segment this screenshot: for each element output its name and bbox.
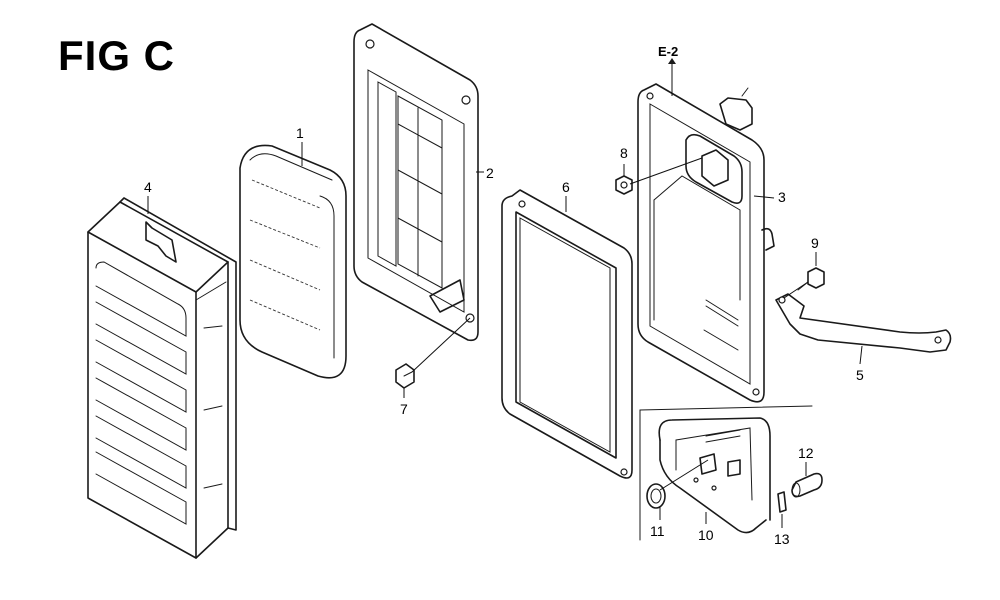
callout-1: 1 (296, 125, 304, 141)
air-cleaner-base-part-3 (637, 83, 775, 403)
callout-8: 8 (620, 145, 628, 161)
callout-3: 3 (778, 189, 786, 205)
bolt-part-9 (797, 267, 825, 291)
gasket-part-6 (501, 189, 633, 479)
callout-10: 10 (698, 527, 714, 543)
callout-4: 4 (144, 179, 152, 195)
callout-11: 11 (650, 523, 665, 539)
callout-2: 2 (486, 165, 494, 181)
bracket-part-5 (775, 293, 952, 353)
detail-inset (639, 405, 813, 541)
plug-part-12 (791, 472, 823, 498)
reference-e2: E-2 (658, 44, 678, 59)
callout-7: 7 (400, 401, 408, 417)
air-cleaner-cover-part-4 (87, 197, 237, 559)
leader-lines (147, 58, 863, 528)
seal-part-11 (646, 483, 666, 509)
callout-13: 13 (774, 531, 790, 547)
figure-title: FIG C (58, 32, 175, 79)
clip-part-13 (777, 491, 787, 513)
callout-9: 9 (811, 235, 819, 251)
callout-12: 12 (798, 445, 814, 461)
foam-element-part-1 (239, 144, 347, 379)
callout-6: 6 (562, 179, 570, 195)
callout-5: 5 (856, 367, 864, 383)
bolt-part-7 (395, 363, 415, 389)
element-case-part-2 (353, 23, 479, 342)
nut-part-8 (615, 175, 633, 195)
